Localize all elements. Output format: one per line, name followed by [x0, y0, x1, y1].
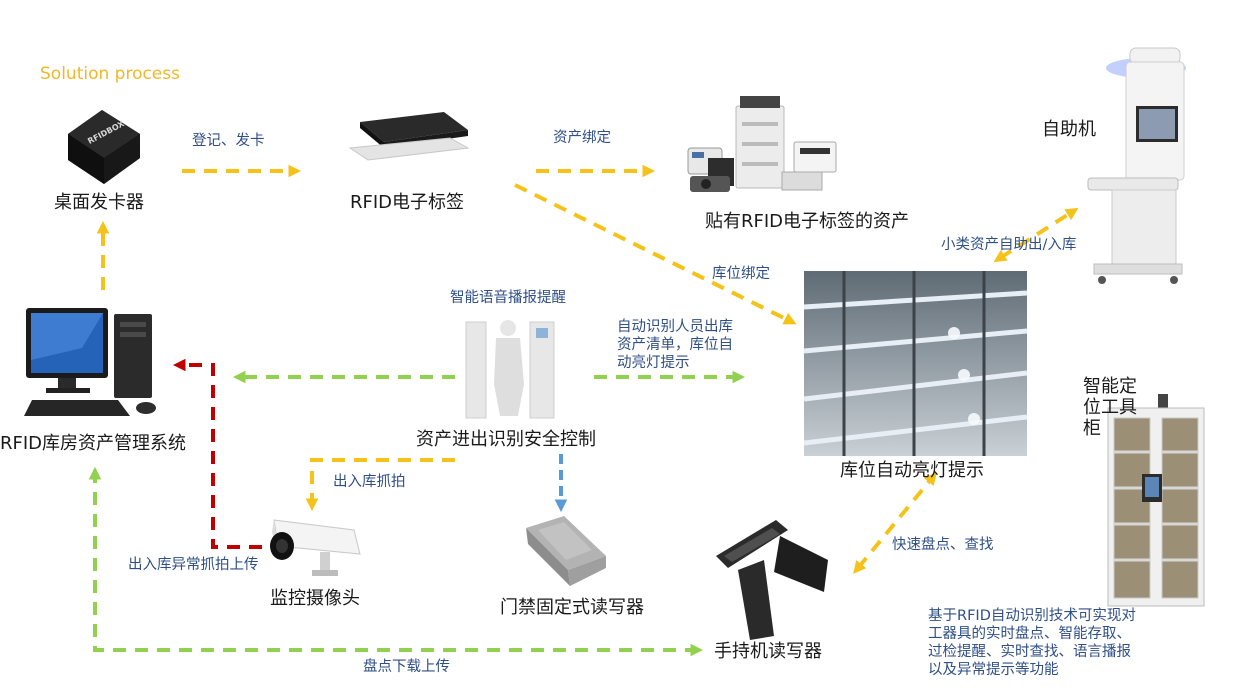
node-rfid-tag: RFID电子标签 [350, 192, 465, 213]
node-camera: 监控摄像头 [270, 588, 360, 609]
shelf-lights-image [804, 271, 1027, 456]
kiosk-image [1087, 47, 1186, 284]
card-issuer-image: RFIDBOX [68, 110, 140, 184]
edge-label-quick-inventory: 快速盘点、查找 [892, 537, 994, 553]
arrow-inventory-sync [93, 470, 704, 657]
camera-image [270, 519, 361, 576]
node-management-system: RFID库房资产管理系统 [0, 433, 187, 454]
node-fixed-reader: 门禁固定式读写器 [500, 597, 644, 618]
smart-cabinet-image [1107, 394, 1205, 607]
arrow-capture [305, 458, 455, 512]
node-shelf-lights: 库位自动亮灯提示 [840, 460, 984, 481]
arrow-abnormal-upload [172, 358, 262, 549]
arrow-self-service [993, 207, 1079, 263]
arrow-quick-inventory [853, 472, 937, 574]
node-smart-cabinet: 智能定位工具柜 [1083, 376, 1137, 439]
tagged-assets-image [687, 96, 837, 192]
node-card-issuer: 桌面发卡器 [54, 192, 144, 213]
edge-label-abnormal-upload: 出入库异常抓拍上传 [128, 557, 259, 573]
handheld-reader-image [716, 520, 828, 640]
edge-label-auto-identify: 自动识别人员出库资产清单，库位自动亮灯提示 [617, 319, 733, 371]
security-gate-image [465, 320, 555, 419]
node-handheld-reader: 手持机读写器 [714, 641, 822, 662]
node-tagged-assets: 贴有RFID电子标签的资产 [705, 211, 910, 232]
node-kiosk: 自助机 [1042, 119, 1096, 140]
edge-label-location-bind: 库位绑定 [712, 266, 770, 282]
node-security-gate: 资产进出识别安全控制 [416, 429, 596, 450]
computer-image [24, 308, 156, 416]
fixed-reader-image [526, 516, 606, 586]
edge-label-inventory-sync: 盘点下载上传 [363, 659, 450, 675]
diagram-title: Solution process [40, 64, 180, 84]
arrow-location-bind [514, 183, 797, 325]
edge-label-register: 登记、发卡 [192, 133, 265, 149]
edge-label-self-service: 小类资产自助出/入库 [941, 237, 1077, 253]
edge-label-asset-bind: 资产绑定 [553, 130, 611, 146]
edge-label-voice-alert: 智能语音播报提醒 [450, 290, 566, 306]
rfid-tag-image [348, 112, 470, 161]
cabinet-description: 基于RFID自动识别技术可实现对工器具的实时盘点、智能存取、过检提醒、实时查找、… [928, 608, 1136, 678]
edge-label-capture: 出入库抓拍 [333, 474, 406, 490]
